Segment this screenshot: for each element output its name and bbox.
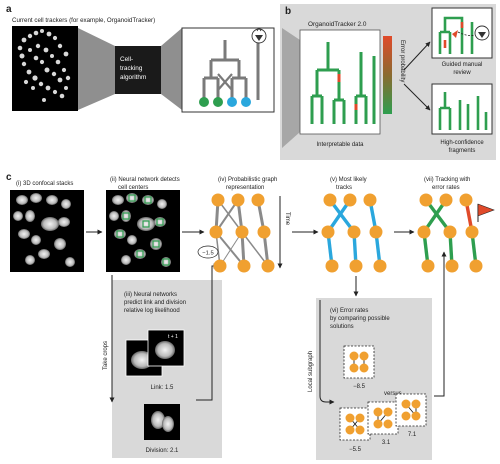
score-3-1: 3.1 <box>382 440 391 446</box>
time-label: Time <box>284 212 290 226</box>
panel-a: a Current cell trackers (for example, Or… <box>6 4 275 113</box>
panel-b: b OrganoidTracker 2.0 Interpretable data… <box>280 4 496 160</box>
step-vi-label-1: (vi) Error rates <box>330 308 368 314</box>
step-v-label-1: (v) Most likely <box>330 177 367 183</box>
edge-value: −1.5 <box>202 251 213 257</box>
confocal-cells <box>13 193 75 267</box>
versus-label: versus <box>384 391 402 397</box>
guided-label-1: Guided manual <box>442 62 483 68</box>
detection-markers <box>116 194 170 266</box>
lineage-tree-leaves-a <box>199 97 251 107</box>
link-label: Link: 1.5 <box>151 385 174 391</box>
person-icon-a <box>251 27 267 44</box>
division-cell-2 <box>162 416 174 432</box>
step-ii-label-2: cell centers <box>118 185 148 191</box>
error-marks-b <box>337 74 358 110</box>
panel-a-title: Current cell trackers (for example, Orga… <box>12 17 155 24</box>
panel-c: c (i) 3D confocal stacks (ii) Neural net… <box>6 172 495 460</box>
confident-fragments <box>438 92 488 130</box>
graph-nodes-iv <box>209 193 275 273</box>
step-vi-label-2: by comparing possible <box>330 316 390 322</box>
confident-label-1: High-confidence <box>440 140 484 146</box>
step-iii-label-1: (iii) Neural networks <box>124 292 177 298</box>
arrow-to-confident <box>403 83 431 111</box>
step-ii-label-1: (ii) Neural network detects <box>110 177 180 183</box>
division-cell-1 <box>151 411 165 429</box>
person-icon-b <box>474 25 490 41</box>
subgraph-2-graph <box>345 413 365 435</box>
funnel-left-a <box>78 28 115 110</box>
subgraph-3-graph <box>373 407 393 429</box>
algorithm-label-2: tracking <box>120 65 143 72</box>
step-iv-label-1: (iv) Probabilistic graph <box>218 177 277 183</box>
guided-tree <box>438 16 474 54</box>
crop-t-cell <box>131 351 153 369</box>
division-label: Division: 2.1 <box>146 448 179 454</box>
error-rate-feedback-arrow <box>434 251 447 397</box>
panel-b-letter: b <box>285 6 291 17</box>
confident-label-2: fragments <box>449 148 476 154</box>
step-iv-label-2: representation <box>226 185 264 191</box>
graph-nodes-v <box>321 193 387 273</box>
local-subgraph-arrow <box>319 300 335 405</box>
error-probability-label: Error probability <box>399 40 405 82</box>
step-vii-label-2: error rates <box>432 185 460 191</box>
panel-a-letter: a <box>6 4 12 15</box>
guided-label-2: review <box>453 70 471 76</box>
algorithm-label-1: Cell- <box>120 56 133 63</box>
funnel-b <box>282 28 300 148</box>
edge-value-bubble <box>197 245 219 259</box>
interpretable-label: Interpretable data <box>316 142 364 148</box>
subgraph-1-graph <box>349 351 369 373</box>
step-vi-label-3: solutions <box>330 324 354 330</box>
crop-t1-label: t + 1 <box>168 334 178 340</box>
step-vii-label-1: (vii) Tracking with <box>424 177 470 183</box>
panel-b-title: OrganoidTracker 2.0 <box>308 21 367 28</box>
algorithm-box <box>115 46 161 94</box>
organoid-cells-a <box>17 29 71 102</box>
arrow-to-guided <box>403 41 431 71</box>
step-v-label-2: tracks <box>336 185 352 191</box>
step-iii-label-2: predict link and division <box>124 300 186 306</box>
algorithm-label-3: algorithm <box>120 74 146 81</box>
crop-t1-cell <box>155 341 175 359</box>
error-probability-bar <box>383 36 392 114</box>
lineage-tree-a <box>202 40 260 100</box>
funnel-right-a <box>161 28 182 110</box>
score-7-1: 7.1 <box>408 432 417 438</box>
score-minus-8-5: −8.5 <box>353 384 366 390</box>
step-iii-label-3: relative log likelihood <box>124 308 180 314</box>
subgraph-4-graph <box>401 399 421 421</box>
score-minus-5-5: −5.5 <box>349 447 362 453</box>
step-i-label: (i) 3D confocal stacks <box>16 181 73 187</box>
error-flag-icon <box>477 203 495 222</box>
take-crops-label: Take crops <box>103 341 109 370</box>
local-subgraph-label: Local subgraph <box>308 351 314 392</box>
subgraph-1 <box>343 345 375 379</box>
graph-nodes-vii <box>417 193 483 273</box>
panel-c-letter: c <box>6 172 12 183</box>
